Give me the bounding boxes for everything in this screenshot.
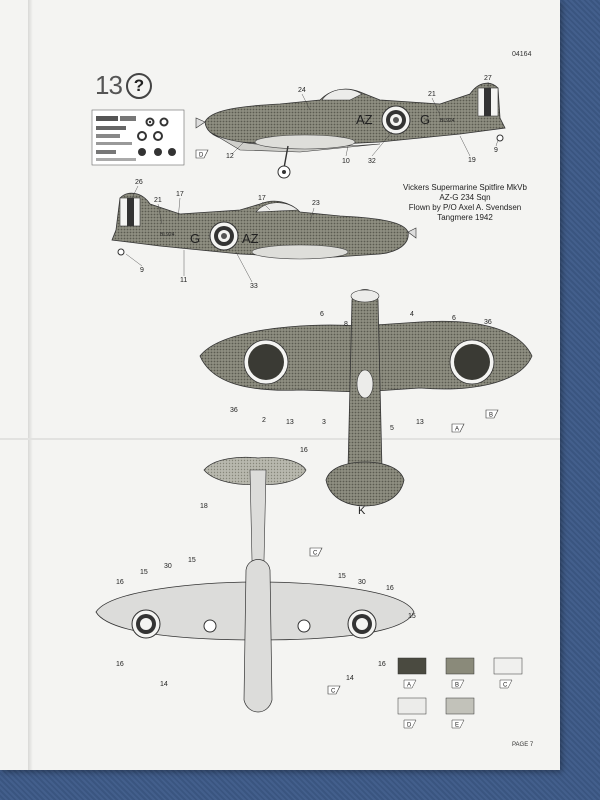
svg-text:D: D: [199, 153, 204, 159]
bottom-view-color-callouts: C C: [309, 547, 341, 695]
svg-text:21: 21: [428, 91, 436, 98]
left-profile-letter: G: [190, 231, 200, 246]
svg-text:4: 4: [410, 311, 414, 318]
svg-text:13: 13: [286, 419, 294, 426]
right-profile-code: AZ: [356, 112, 373, 127]
instruction-page: 04164 PAGE 7 13 ? Vickers Supermarine Sp…: [0, 0, 560, 770]
left-profile-code: AZ: [242, 231, 259, 246]
color-callout: D: [195, 149, 209, 159]
caption-aircraft-type: Vickers Supermarine Spitfire MkVb: [403, 183, 527, 192]
svg-text:21: 21: [154, 197, 162, 204]
svg-text:30: 30: [164, 563, 172, 570]
svg-text:15: 15: [188, 557, 196, 564]
spitfire-bottom-view: [95, 559, 415, 713]
caption-location-year: Tangmere 1942: [437, 213, 493, 222]
svg-text:B: B: [455, 683, 459, 689]
svg-text:C: C: [503, 683, 508, 689]
svg-text:13: 13: [416, 419, 424, 426]
svg-text:A: A: [455, 427, 459, 433]
left-profile-serial: BL924: [160, 232, 175, 238]
svg-text:16: 16: [116, 579, 124, 586]
swatch-a: [397, 657, 427, 675]
svg-text:E: E: [455, 723, 459, 729]
svg-text:9: 9: [494, 147, 498, 154]
aircraft-caption: Vickers Supermarine Spitfire MkVb AZ-G 2…: [390, 183, 540, 223]
svg-text:19: 19: [468, 157, 476, 164]
help-icon: ?: [126, 73, 152, 99]
svg-text:17: 17: [176, 191, 184, 198]
svg-text:23: 23: [312, 200, 320, 207]
svg-text:15: 15: [140, 569, 148, 576]
swatch-e: [445, 697, 475, 715]
diagram-artwork: AZ G BL924 D 24 21 27 12 10: [91, 75, 533, 729]
svg-text:17: 17: [258, 195, 266, 202]
svg-text:27: 27: [484, 75, 492, 82]
color-legend: A B C D E: [397, 657, 523, 729]
svg-text:C: C: [313, 551, 318, 557]
svg-text:15: 15: [408, 613, 416, 620]
swatch-c: [493, 657, 523, 675]
page-number: PAGE 7: [512, 742, 534, 748]
caption-pilot: Flown by P/O Axel A. Svendsen: [408, 203, 522, 212]
right-profile-decal-labels: 24 21 27 12 10 32 19 9: [226, 75, 499, 165]
svg-text:2: 2: [262, 417, 266, 424]
svg-text:16: 16: [386, 585, 394, 592]
svg-text:26: 26: [135, 179, 143, 186]
svg-text:16: 16: [378, 661, 386, 668]
svg-text:5: 5: [390, 425, 394, 432]
part-code: 04164: [512, 51, 532, 58]
svg-text:3: 3: [322, 419, 326, 426]
top-view-decal-labels: 6 8 4 6 36 36 2 13 3 5 13: [230, 311, 492, 432]
svg-text:D: D: [407, 723, 412, 729]
svg-text:18: 18: [200, 503, 208, 510]
right-profile-serial: BL924: [440, 118, 455, 124]
svg-text:6: 6: [452, 315, 456, 322]
spitfire-left-profile: G AZ BL924: [111, 192, 417, 260]
svg-text:14: 14: [160, 681, 168, 688]
svg-text:33: 33: [250, 283, 258, 290]
svg-text:36: 36: [230, 407, 238, 414]
svg-text:10: 10: [342, 158, 350, 165]
bottom-view-decal-labels: 15 30 15 16 15 30 16 15 16 14 14 16: [116, 557, 416, 688]
svg-text:32: 32: [368, 158, 376, 165]
tail-letter: K: [358, 505, 366, 517]
svg-text:15: 15: [338, 573, 346, 580]
svg-text:6: 6: [320, 311, 324, 318]
svg-text:36: 36: [484, 319, 492, 326]
svg-text:16: 16: [300, 447, 308, 454]
svg-text:12: 12: [226, 153, 234, 160]
step-number: 13: [95, 70, 123, 100]
page-horizontal-fold: [0, 438, 560, 440]
swatch-d: [397, 697, 427, 715]
svg-text:8: 8: [344, 321, 348, 328]
spitfire-top-view: K: [199, 289, 533, 517]
svg-text:14: 14: [346, 675, 354, 682]
svg-text:24: 24: [298, 87, 306, 94]
swatch-b: [445, 657, 475, 675]
top-view-color-callouts: A B: [451, 409, 499, 433]
spitfire-right-profile: AZ G BL924: [195, 82, 506, 179]
decal-sheet-thumbnail: [91, 109, 185, 166]
right-profile-letter: G: [420, 112, 430, 127]
svg-text:B: B: [489, 413, 493, 419]
page-fold-shadow: [28, 0, 36, 770]
svg-text:C: C: [331, 689, 336, 695]
caption-code-squadron: AZ-G 234 Sqn: [439, 193, 491, 202]
left-profile-decal-labels: 26 21 17 17 23 9 11 33: [125, 179, 320, 290]
svg-text:30: 30: [358, 579, 366, 586]
svg-text:11: 11: [180, 277, 187, 284]
svg-text:16: 16: [116, 661, 124, 668]
svg-text:9: 9: [140, 267, 144, 274]
svg-text:A: A: [407, 683, 411, 689]
